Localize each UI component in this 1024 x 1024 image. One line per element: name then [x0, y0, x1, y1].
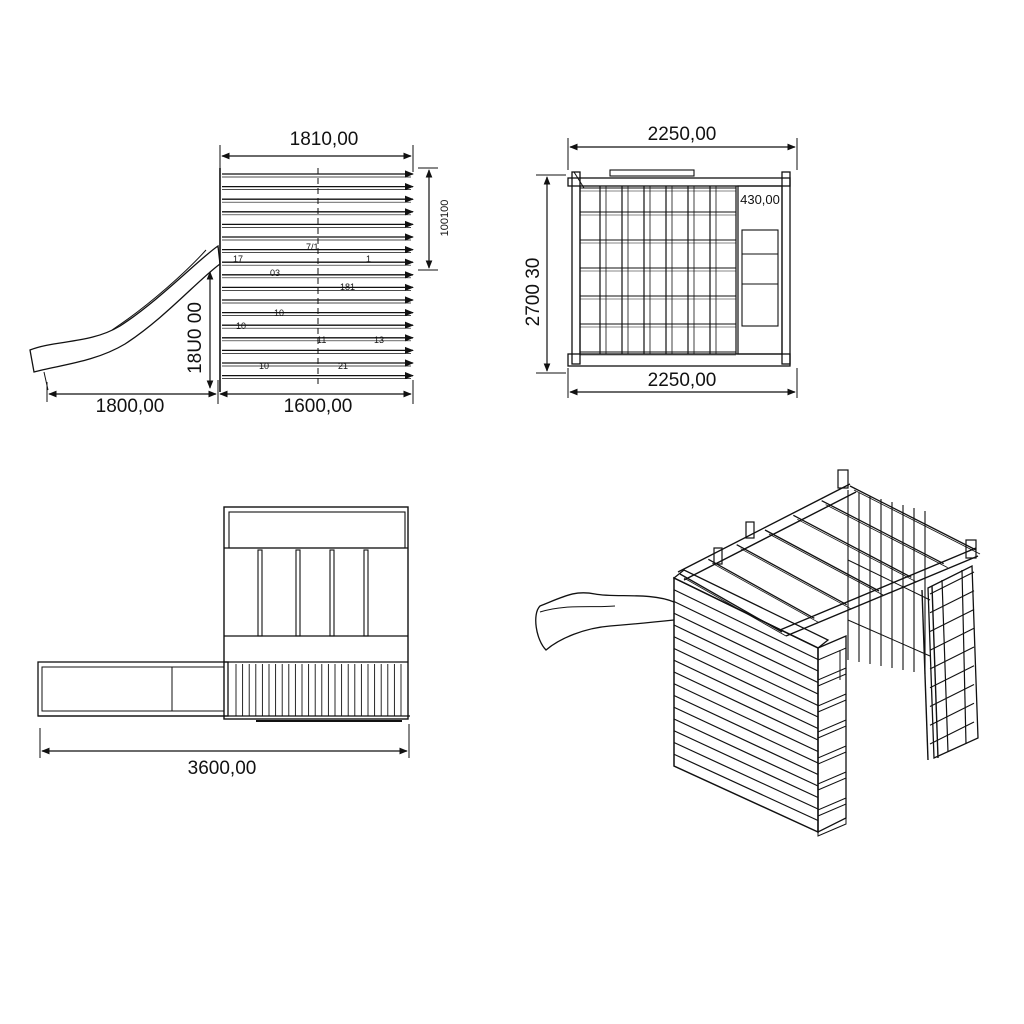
iso-ladder-rung	[929, 571, 975, 595]
iso-board	[673, 671, 819, 741]
iso-ladder-rung	[929, 590, 975, 614]
iso-board	[673, 694, 819, 764]
board-label: 10	[236, 321, 246, 331]
front-view: 2250,00 430,00 2700 30 2250,00	[523, 124, 798, 398]
iso-ladder-rung	[929, 702, 975, 726]
board-panel	[222, 170, 414, 380]
iso-post-cap	[965, 539, 977, 559]
dimension-top-width: 1810,00	[290, 129, 359, 150]
ladder-panel	[737, 185, 783, 355]
side-view: 1810,00 7/1 17 1 03 181 10 10 11 13 10 2…	[29, 129, 451, 417]
iso-ladder-step	[817, 803, 847, 837]
plan-view: 3600,00	[37, 506, 410, 779]
iso-ladder-step	[817, 699, 847, 733]
dimension-total-length: 3600,00	[188, 758, 257, 779]
iso-roof-beam-edge	[740, 548, 851, 610]
iso-post-cap	[745, 521, 755, 539]
dimension-right-height: 100100	[439, 200, 451, 237]
iso-board	[673, 718, 819, 787]
iso-roof-beam-edge	[683, 577, 787, 637]
iso-back-rail	[847, 559, 931, 601]
board-label: 1	[366, 254, 371, 264]
iso-ladder-step	[817, 777, 847, 811]
iso-roof-rail	[683, 491, 857, 581]
iso-board	[673, 730, 819, 799]
iso-front-post	[921, 589, 929, 761]
iso-post-cap	[837, 469, 849, 489]
slide	[29, 244, 221, 373]
climbing-grid	[579, 186, 737, 356]
dimension-left-height: 18U0 00	[185, 302, 206, 374]
iso-board	[673, 589, 819, 661]
iso-roof-beam	[679, 573, 783, 633]
iso-roof-beam	[736, 544, 847, 606]
dimension-front-height: 2700 30	[523, 258, 544, 327]
iso-roof-rail	[677, 483, 851, 573]
dimension-panel-width: 430,00	[740, 192, 780, 207]
iso-ladder-rung	[929, 665, 975, 689]
iso-board	[673, 659, 819, 730]
board-label: 17	[233, 254, 243, 264]
board-label: 181	[340, 282, 355, 292]
iso-roof-rail	[785, 555, 979, 637]
board-label: 10	[259, 361, 269, 371]
iso-ladder-step	[817, 673, 847, 707]
iso-ladder-rung	[929, 627, 975, 651]
iso-roof-beam	[793, 514, 912, 578]
iso-roof-beam-edge	[825, 504, 948, 569]
dimension-front-top-width: 2250,00	[648, 124, 717, 145]
dimension-front-bottom-width: 2250,00	[648, 370, 717, 391]
iso-board	[673, 612, 819, 684]
isometric-view	[535, 469, 981, 837]
iso-front-post	[931, 585, 939, 759]
iso-ladder-step	[817, 647, 847, 681]
iso-ladder-rung	[929, 646, 975, 670]
plan-post	[257, 549, 263, 637]
iso-board	[673, 636, 819, 707]
iso-roof-beam-edge	[797, 518, 916, 582]
iso-roof-beam-edge	[768, 533, 884, 596]
iso-roof-beam	[708, 558, 815, 619]
iso-board	[673, 741, 819, 810]
iso-roof-rail	[779, 547, 977, 631]
iso-ladder-rung	[929, 684, 975, 707]
iso-slide	[535, 592, 675, 651]
iso-ladder-step	[817, 725, 847, 759]
board-label: 13	[374, 335, 384, 345]
board-label: 11	[317, 335, 326, 345]
iso-back-rail	[847, 619, 931, 657]
iso-roof-beam-edge	[712, 562, 819, 623]
iso-roof-beam	[849, 485, 977, 551]
iso-board	[673, 600, 819, 672]
board-label: 03	[270, 268, 280, 278]
iso-roof-beam	[764, 529, 880, 592]
board-label: 10	[274, 308, 284, 318]
iso-board	[673, 753, 819, 822]
slide-plan	[37, 661, 229, 717]
dimension-slide-length: 1800,00	[96, 396, 165, 417]
plan-post	[329, 549, 335, 637]
iso-board	[673, 624, 819, 695]
iso-ladder-rung	[929, 609, 975, 632]
plan-post	[295, 549, 301, 637]
iso-roof-beam-edge	[853, 489, 981, 555]
iso-board	[673, 647, 819, 718]
iso-board	[673, 683, 819, 753]
iso-ladder-step	[817, 751, 847, 785]
iso-ladder-rung	[929, 721, 975, 745]
iso-post-cap	[713, 547, 723, 565]
iso-roof-beam	[821, 500, 944, 565]
plan-post	[363, 549, 369, 637]
board-label: 21	[338, 361, 348, 371]
dimension-base-width: 1600,00	[284, 396, 353, 417]
iso-board	[673, 706, 819, 776]
board-label: 7/1	[306, 242, 319, 252]
